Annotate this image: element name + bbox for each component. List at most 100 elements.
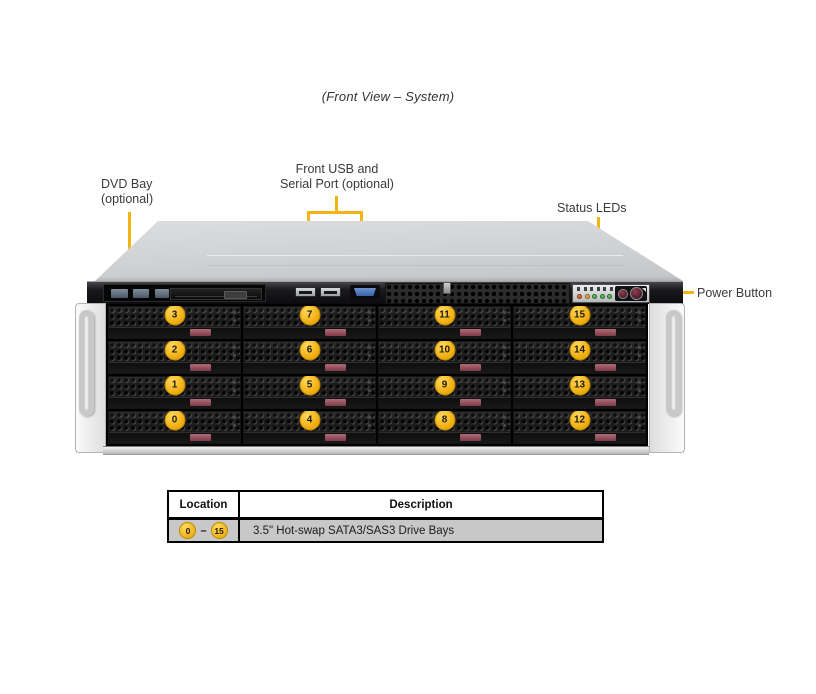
led-icon-row xyxy=(577,287,613,291)
tray-mesh-face: 7 xyxy=(244,306,375,327)
tray-rail xyxy=(109,362,240,373)
drive-bay-tray: 6 xyxy=(243,341,376,374)
legend-location-cell: 0 – 15 xyxy=(169,520,240,541)
label-dvd-bay: DVD Bay (optional) xyxy=(101,177,153,207)
drive-bay-tray: 11 xyxy=(378,306,511,339)
drive-bay-tray: 1 xyxy=(108,376,241,409)
tray-rail xyxy=(514,432,645,443)
drive-number-badge: 0 xyxy=(164,411,185,431)
usb-port-icon xyxy=(320,287,341,297)
label-power-button: Power Button xyxy=(697,286,773,300)
tray-mesh-face: 8 xyxy=(379,411,510,432)
drive-latch xyxy=(460,399,482,406)
tray-rail xyxy=(514,327,645,338)
label-status-leds: Status LEDs xyxy=(557,201,627,215)
status-led-icon xyxy=(577,294,582,299)
rack-handle-right xyxy=(666,310,681,416)
optical-drive-slot xyxy=(170,288,262,300)
vent-mesh xyxy=(385,283,570,304)
drive-bay-tray: 5 xyxy=(243,376,376,409)
bezel-clip xyxy=(443,282,451,294)
tray-screw-icon xyxy=(503,416,506,419)
tray-screw-icon xyxy=(368,381,371,384)
tray-rail xyxy=(514,362,645,373)
drive-latch xyxy=(595,399,617,406)
label-front-usb-serial: Front USB and Serial Port (optional) xyxy=(237,162,437,192)
drive-bay-tray: 15 xyxy=(513,306,646,339)
tray-screw-icon xyxy=(638,311,641,314)
drive-number-badge: 6 xyxy=(299,341,320,361)
tray-mesh-face: 6 xyxy=(244,341,375,362)
tray-screw-icon xyxy=(233,416,236,419)
legend-data-row: 0 – 15 3.5" Hot-swap SATA3/SAS3 Drive Ba… xyxy=(169,520,602,541)
serial-port-connector xyxy=(354,288,376,296)
tray-rail xyxy=(244,362,375,373)
drive-number-badge: 10 xyxy=(434,341,455,361)
drive-bay-tray: 13 xyxy=(513,376,646,409)
drive-latch xyxy=(190,364,212,371)
drive-latch xyxy=(325,364,347,371)
tray-mesh-face: 9 xyxy=(379,376,510,397)
tray-mesh-face: 11 xyxy=(379,306,510,327)
drive-number-badge: 2 xyxy=(164,341,185,361)
eject-button xyxy=(224,291,247,299)
drive-number-badge: 7 xyxy=(299,306,320,326)
tray-rail xyxy=(514,397,645,408)
drive-number-badge: 3 xyxy=(164,306,185,326)
drive-latch xyxy=(325,399,347,406)
drive-number-badge: 9 xyxy=(434,376,455,396)
legend-header-row: Location Description xyxy=(169,492,602,520)
drive-number-badge: 11 xyxy=(434,306,455,326)
tray-screw-icon xyxy=(233,311,236,314)
status-led-icon xyxy=(607,294,612,299)
serial-port-icon xyxy=(350,285,380,299)
tray-mesh-face: 1 xyxy=(109,376,240,397)
drive-number-badge: 1 xyxy=(164,376,185,396)
legend-table: Location Description 0 – 15 3.5" Hot-swa… xyxy=(167,490,604,543)
tray-rail xyxy=(109,432,240,443)
location-badge-end: 15 xyxy=(210,522,228,539)
tray-rail xyxy=(379,327,510,338)
drive-bay-tray: 14 xyxy=(513,341,646,374)
tray-rail xyxy=(379,432,510,443)
drive-number-badge: 5 xyxy=(299,376,320,396)
drive-latch xyxy=(325,434,347,441)
figure-caption: (Front View – System) xyxy=(321,89,455,104)
dvd-bay xyxy=(103,284,266,302)
tray-screw-icon xyxy=(638,346,641,349)
tray-screw-icon xyxy=(503,311,506,314)
drive-latch xyxy=(325,329,347,336)
status-led-row xyxy=(577,294,620,299)
legend-description-text: 3.5" Hot-swap SATA3/SAS3 Drive Bays xyxy=(253,524,455,537)
legend-header-description: Description xyxy=(389,498,453,511)
callout-line-usb-bracket xyxy=(307,211,363,214)
drive-bay-tray: 4 xyxy=(243,411,376,444)
label-dvd-bay-line2: (optional) xyxy=(101,192,154,206)
tray-mesh-face: 2 xyxy=(109,341,240,362)
drive-bay-tray: 3 xyxy=(108,306,241,339)
tray-mesh-face: 0 xyxy=(109,411,240,432)
status-led-icon xyxy=(592,294,597,299)
drive-latch xyxy=(190,399,212,406)
tray-mesh-face: 15 xyxy=(514,306,645,327)
drive-latch xyxy=(190,434,212,441)
tray-mesh-face: 3 xyxy=(109,306,240,327)
callout-line-usb-stem xyxy=(335,196,338,213)
tray-mesh-face: 13 xyxy=(514,376,645,397)
drive-bay-tray: 12 xyxy=(513,411,646,444)
reset-button xyxy=(618,289,628,299)
rack-handle-left xyxy=(79,310,94,416)
tray-screw-icon xyxy=(233,381,236,384)
drive-number-badge: 8 xyxy=(434,411,455,431)
drive-bay-tray: 9 xyxy=(378,376,511,409)
drive-bay-tray: 0 xyxy=(108,411,241,444)
dvd-logo-icon xyxy=(133,289,149,298)
status-led-icon xyxy=(584,294,590,299)
drive-bay-tray: 10 xyxy=(378,341,511,374)
rack-ear-right xyxy=(649,303,685,453)
legend-description-cell: 3.5" Hot-swap SATA3/SAS3 Drive Bays xyxy=(240,520,602,541)
chassis-bottom-rail xyxy=(103,446,649,455)
tray-mesh-face: 14 xyxy=(514,341,645,362)
status-led-icon xyxy=(599,294,605,299)
